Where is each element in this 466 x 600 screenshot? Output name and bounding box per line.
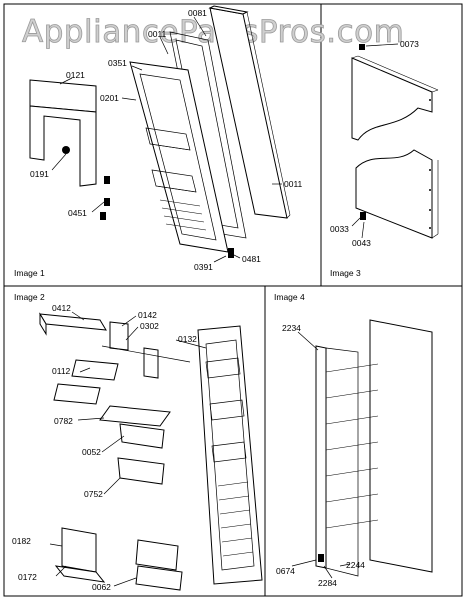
- gasket-screw-rows: [325, 363, 379, 529]
- door-shelf-glass: [99, 405, 171, 427]
- door-slab: [369, 319, 433, 573]
- part-label-0073: 0073: [400, 39, 419, 49]
- door-bin-lower: [117, 457, 165, 485]
- part-label-2284: 2284: [318, 578, 337, 588]
- image2-door-assembly: 0412 0142 0302 0132 0112 0782 0052 0752 …: [12, 292, 263, 592]
- image4-door-gasket: 2234 0674 2284 2244 Image 4: [274, 292, 433, 588]
- door-bin-middle: [119, 423, 165, 449]
- part-label-2234: 2234: [282, 323, 301, 333]
- part-label-0191: 0191: [30, 169, 49, 179]
- door-panel-top: [351, 57, 433, 141]
- door-liner-shelves: [205, 357, 247, 463]
- small-bin-upper: [71, 359, 119, 381]
- shelf-bracket-upper: [109, 321, 129, 351]
- bottom-hinge-pin: [360, 212, 366, 220]
- part-label-0112: 0112: [52, 366, 71, 376]
- bottom-hinge: [318, 554, 324, 562]
- part-label-0451: 0451: [68, 208, 87, 218]
- door-bin-bottom: [135, 539, 179, 571]
- part-label-0172: 0172: [18, 572, 37, 582]
- part-label-0752: 0752: [84, 489, 103, 499]
- part-label-0043: 0043: [352, 238, 371, 248]
- caption-image-2: Image 2: [14, 292, 45, 302]
- part-label-0132: 0132: [178, 334, 197, 344]
- part-label-0062: 0062: [92, 582, 111, 592]
- part-label-0391: 0391: [194, 262, 213, 272]
- part-label-0182: 0182: [12, 536, 31, 546]
- part-label-0674: 0674: [276, 566, 295, 576]
- door-clips: [100, 176, 110, 220]
- part-label-0481: 0481: [242, 254, 261, 264]
- part-label-0121: 0121: [66, 70, 85, 80]
- liner-shelves: [145, 127, 197, 193]
- door-panel-bottom: [355, 149, 433, 239]
- image1-door-assembly: 0081 0011 0351 0121 0201 0191 0451 0391 …: [14, 5, 303, 278]
- dispenser-cover: [61, 527, 97, 573]
- part-label-0351: 0351: [108, 58, 127, 68]
- door-gasket-strip: [315, 345, 327, 569]
- part-label-0142: 0142: [138, 310, 157, 320]
- shelf-rail: [101, 345, 191, 363]
- door-liner-grille: [217, 481, 254, 557]
- shelf-bracket-lower: [143, 347, 159, 379]
- dispenser-housing: [29, 79, 97, 187]
- fresh-food-door-liner: [197, 325, 263, 585]
- image1-leaders: [51, 16, 282, 263]
- part-label-0201: 0201: [100, 93, 119, 103]
- part-label-0011-right: 0011: [284, 179, 303, 189]
- part-label-2244: 2244: [346, 560, 365, 570]
- panel-frames: [3, 3, 463, 597]
- liner-grille: [159, 199, 207, 231]
- panel-screw-dots: [429, 99, 431, 229]
- door-hinge: [228, 248, 234, 258]
- part-label-0052: 0052: [82, 447, 101, 457]
- small-bin-lower: [53, 383, 101, 405]
- caption-image-4: Image 4: [274, 292, 305, 302]
- part-label-0782: 0782: [54, 416, 73, 426]
- part-label-0081: 0081: [188, 8, 207, 18]
- part-label-0033: 0033: [330, 224, 349, 234]
- image2-leaders: [49, 311, 207, 587]
- cap-screw: [359, 44, 365, 50]
- door-top-trim: [39, 313, 107, 331]
- part-label-0302: 0302: [140, 321, 159, 331]
- caption-image-1: Image 1: [14, 268, 45, 278]
- part-label-0011: 0011: [148, 29, 167, 39]
- part-label-0412: 0412: [52, 303, 71, 313]
- image3-door-panel: 0073 0033 0043 Image 3: [330, 39, 439, 278]
- caption-image-3: Image 3: [330, 268, 361, 278]
- image4-leaders: [291, 331, 351, 579]
